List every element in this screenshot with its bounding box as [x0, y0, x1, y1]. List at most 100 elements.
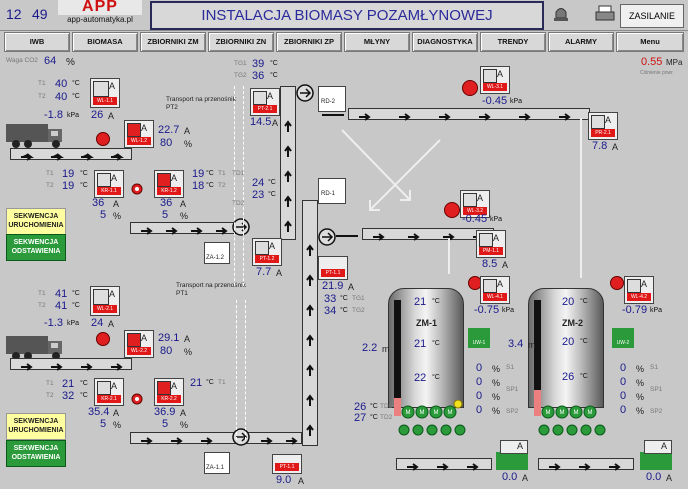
line1-box-val: 26: [91, 109, 104, 121]
za-current: 7.7: [256, 266, 272, 278]
middle-conveyor[interactable]: [362, 228, 494, 241]
line1-screw-box-1[interactable]: A KR-1.1: [94, 170, 124, 198]
sequence-stop-button-1[interactable]: SEKWENCJA ODSTAWIENIA: [6, 234, 66, 261]
truck-icon: [6, 120, 72, 148]
line2-pressure: -1.3: [44, 317, 63, 329]
nav-zbiorniki-zn[interactable]: ZBIORNIKI ZN: [208, 32, 274, 52]
mid-right-box[interactable]: A PM-1.1: [476, 230, 506, 258]
clock-minute: 49: [32, 6, 48, 22]
nav-menu[interactable]: Menu: [616, 32, 684, 52]
app-logo: APP app-automatyka.pl: [58, 0, 142, 26]
line1-t4: 19: [62, 180, 75, 192]
zm1-t1: 21: [414, 296, 427, 308]
nav-iwb[interactable]: IWB: [4, 32, 70, 52]
line2-fan-pct: 80: [160, 345, 173, 357]
line1-fan-pct: 80: [160, 137, 173, 149]
nav-trendy[interactable]: TRENDY: [480, 32, 546, 52]
svg-text:M: M: [588, 410, 593, 416]
sequence-start-button-1[interactable]: SEKWENCJA URUCHOMIENIA: [6, 208, 66, 235]
clock-hour: 12: [6, 6, 22, 22]
zm2-bottom-conveyor[interactable]: [538, 458, 634, 471]
line1-conveyor-2[interactable]: [130, 222, 242, 235]
line1-conveyor[interactable]: [10, 148, 132, 161]
elevator-shaft-1[interactable]: [280, 86, 296, 240]
nav-mlyny[interactable]: MŁYNY: [344, 32, 410, 52]
zm1-bottom-box[interactable]: [496, 452, 528, 470]
elev2-tg2: 34: [324, 305, 337, 317]
pressure-return-value: 0.55: [641, 56, 663, 68]
line1-screw2: 5: [100, 209, 107, 221]
za12-box[interactable]: ZA-1.2: [204, 242, 230, 264]
feed-line-2: [448, 238, 450, 274]
rd2-box[interactable]: RD-2: [318, 86, 346, 112]
elevator-shaft-2[interactable]: [302, 200, 318, 446]
sequence-stop-button-2[interactable]: SEKWENCJA ODSTAWIENIA: [6, 440, 66, 467]
feed-line: [580, 118, 582, 278]
zm1-uw-box[interactable]: UW-1: [468, 328, 490, 348]
nav-diagnostyka[interactable]: DIAGNOSTYKA: [412, 32, 478, 52]
bell-icon[interactable]: [553, 4, 569, 22]
zm1-t3: 22: [414, 372, 427, 384]
zm1-t4: 26: [354, 401, 367, 413]
nav-biomasa[interactable]: BIOMASA: [72, 32, 138, 52]
alarm-lamp-icon: [96, 132, 110, 146]
bottom-current: 9.0: [276, 474, 292, 486]
transport-pt1-label: Transport na przenośnik PT1: [176, 282, 246, 297]
alarm-lamp-icon: [96, 332, 110, 346]
zm1-a-box[interactable]: A: [500, 440, 528, 454]
nav-zbiorniki-zp[interactable]: ZBIORNIKI ZP: [276, 32, 342, 52]
zm1-bottom-current: 0.0: [502, 471, 518, 483]
nav-bar: IWB BIOMASA ZBIORNIKI ZM ZBIORNIKI ZN ZB…: [0, 32, 688, 52]
zm2-bottom-box[interactable]: [640, 452, 672, 470]
gear-icon: [130, 392, 144, 406]
upper-conveyor[interactable]: [348, 108, 590, 121]
mid-fan-box[interactable]: A WL-3.2: [460, 190, 490, 218]
line2-conveyor-2[interactable]: [130, 432, 302, 445]
zm2-level: 3.4: [508, 338, 524, 350]
line1-screw-box-2[interactable]: A KR-1.2: [154, 170, 184, 198]
svg-text:M: M: [406, 410, 411, 416]
zm2-a-box[interactable]: A: [644, 440, 672, 454]
silo-zm2-level-bar: [534, 300, 541, 400]
zm2-fan-box[interactable]: A WL-4.2: [624, 276, 654, 304]
nav-alarmy[interactable]: ALARMY: [548, 32, 614, 52]
alarm-lamp-icon: [462, 80, 478, 96]
elev2-motor-box[interactable]: PT-1.1: [318, 256, 348, 280]
line1-fan-box-2[interactable]: A WL-1.2: [124, 120, 154, 148]
elev1-motor-box[interactable]: A PT-2.1: [250, 88, 280, 116]
zm1-t2: 21: [414, 338, 427, 350]
line2-t1: 41: [55, 288, 68, 300]
pressure-return-unit: MPa: [666, 58, 683, 67]
line2-t4: 32: [62, 390, 75, 402]
line1-screw3: 36: [160, 197, 173, 209]
zm1-bottom-conveyor[interactable]: [396, 458, 492, 471]
top-right-current: 7.8: [592, 140, 608, 152]
line2-fan-box-2[interactable]: A WL-2.2: [124, 330, 154, 358]
line2-screw-box-1[interactable]: A KR-2.1: [94, 378, 124, 406]
zasilanie-button[interactable]: ZASILANIE: [620, 4, 684, 28]
gear-icon: [130, 182, 144, 196]
bottom-motor-box[interactable]: PT-1.1: [272, 454, 302, 474]
line2-t2: 41: [55, 300, 68, 312]
mid-fan-pressure: -0.45: [462, 213, 488, 225]
za11-box[interactable]: ZA-1.1: [204, 452, 230, 474]
za-motor-box[interactable]: A PT-1.2: [252, 238, 282, 266]
elev2-tg1: 33: [324, 293, 337, 305]
line2-screw-box-2[interactable]: A KR-2.2: [154, 378, 184, 406]
zm2-uw-box[interactable]: UW-2: [612, 328, 634, 348]
rd1-box[interactable]: RD-1: [318, 178, 346, 204]
printer-icon[interactable]: [595, 5, 615, 23]
nav-zbiorniki-zm[interactable]: ZBIORNIKI ZM: [140, 32, 206, 52]
silo-zm2-level-fill: [534, 390, 541, 416]
line2-fan-box[interactable]: A WL-2.1: [90, 286, 120, 316]
line1-t1: 40: [55, 78, 68, 90]
sequence-start-button-2[interactable]: SEKWENCJA URUCHOMIENIA: [6, 413, 66, 440]
zm1-fan-box[interactable]: A WL-4.1: [480, 276, 510, 304]
top-fan-box[interactable]: A WL-3.1: [480, 66, 510, 94]
top-right-box[interactable]: A PR-2.1: [588, 112, 618, 140]
line1-fan-box[interactable]: A WL-1.1: [90, 78, 120, 108]
line2-conveyor[interactable]: [10, 358, 132, 371]
line1-t5: 19: [192, 168, 205, 180]
